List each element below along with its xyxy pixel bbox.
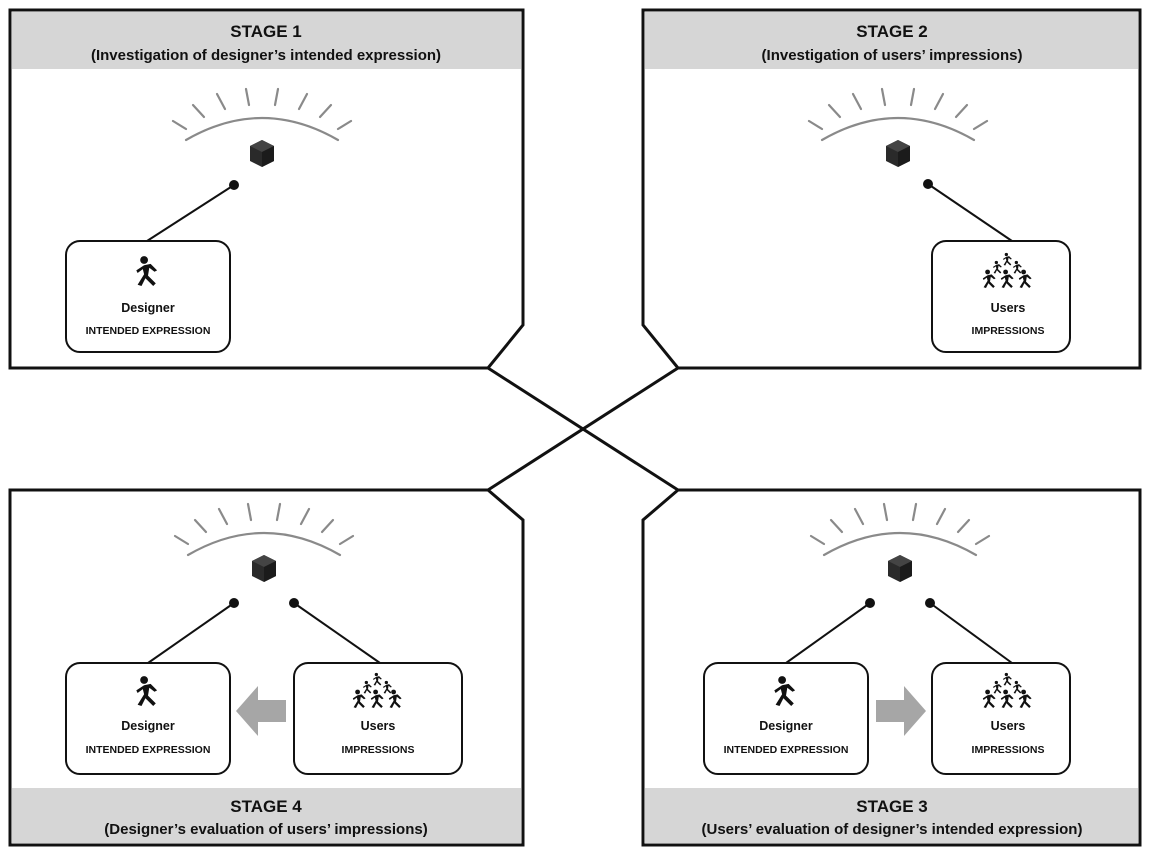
designer-box [65,240,231,353]
designer-role-label: INTENDED EXPRESSION [86,325,211,337]
designer-label: Designer [759,719,813,733]
users-box [931,240,1071,353]
users-role-label: IMPRESSIONS [342,744,415,756]
stage-4-frame [8,488,525,847]
designer-role-label: INTENDED EXPRESSION [724,744,849,756]
stage-2-subtitle: (Investigation of users’ impressions) [762,47,1023,64]
stage-1-header-band [12,12,521,69]
users-label: Users [361,719,396,733]
stage-3-title: STAGE 3 [856,797,927,816]
stage-3-header-band [645,788,1138,843]
perception-arc-icon [173,502,355,557]
users-label: Users [991,301,1026,315]
users-box [293,662,463,775]
stage-4-title: STAGE 4 [230,797,302,816]
perception-arc-icon [809,502,991,557]
link-line [929,602,1013,664]
designer-box [703,662,869,775]
stage-3-frame [641,488,1142,847]
stage-4-header-band [12,788,521,843]
product-cube-icon [886,140,910,167]
stage-1-frame [8,8,525,370]
perception-arc-icon [171,87,353,142]
connector-line [487,366,679,492]
link-line [146,184,235,242]
stage-1-title: STAGE 1 [230,22,301,41]
stage-4-subtitle: (Designer’s evaluation of users’ impress… [104,821,427,838]
right-arrow-icon [876,686,926,736]
stage-2-frame [641,8,1142,370]
stage-2-title: STAGE 2 [856,22,927,41]
link-dot [229,180,239,190]
link-line [785,602,871,664]
link-dot [229,598,239,608]
link-dot [923,179,933,189]
product-cube-icon [888,555,912,582]
left-arrow-icon [236,686,286,736]
perception-arc-icon [807,87,989,142]
users-box [931,662,1071,775]
link-line [927,183,1013,242]
stage-1-subtitle: (Investigation of designer’s intended ex… [91,47,441,64]
link-dot [289,598,299,608]
product-cube-icon [252,555,276,582]
stage-3-subtitle: (Users’ evaluation of designer’s intende… [702,821,1083,838]
users-role-label: IMPRESSIONS [972,325,1045,337]
link-dot [865,598,875,608]
designer-box [65,662,231,775]
link-line [293,602,381,664]
users-label: Users [991,719,1026,733]
designer-role-label: INTENDED EXPRESSION [86,744,211,756]
product-cube-icon [250,140,274,167]
designer-label: Designer [121,301,175,315]
users-role-label: IMPRESSIONS [972,744,1045,756]
link-dot [925,598,935,608]
stage-2-header-band [645,12,1138,69]
link-line [147,602,235,664]
designer-label: Designer [121,719,175,733]
